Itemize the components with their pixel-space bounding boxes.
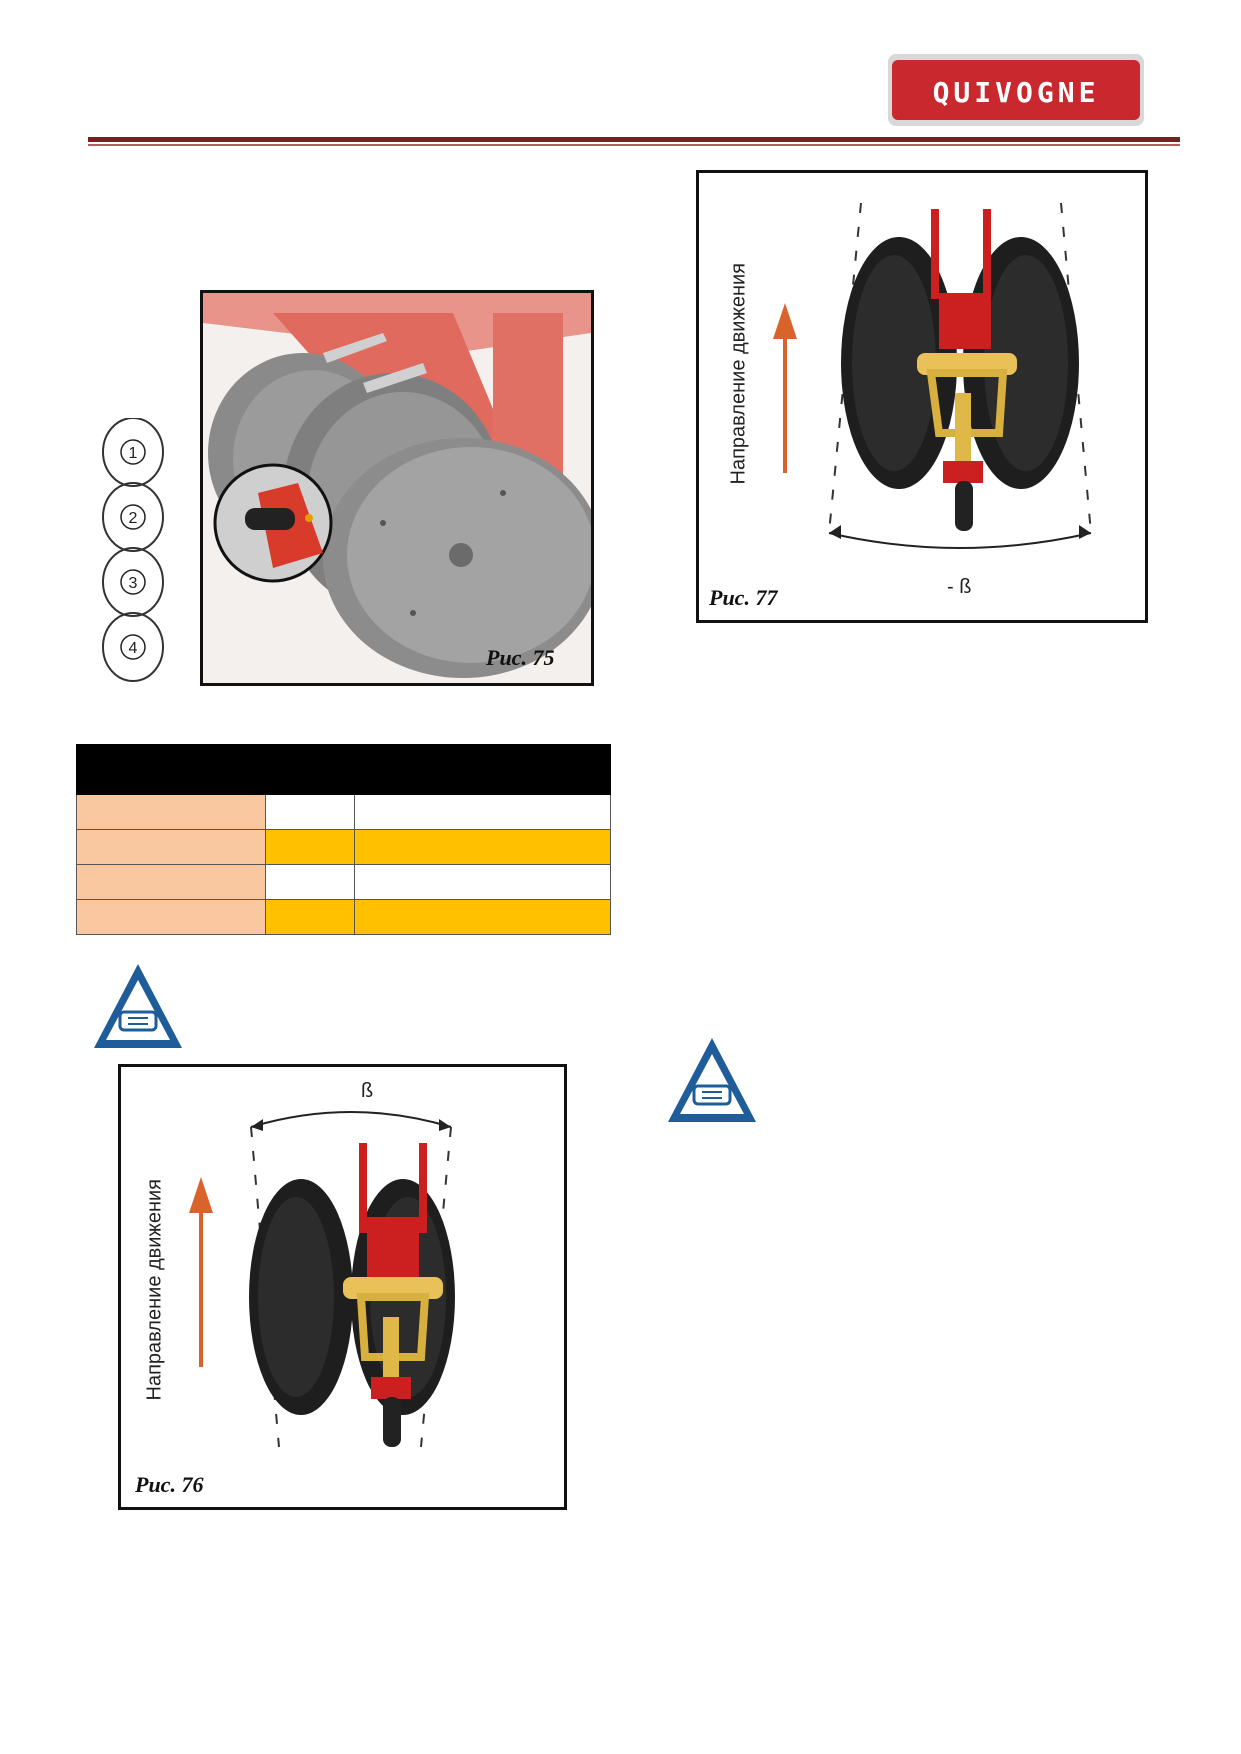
table-row <box>75 794 612 830</box>
table-header-row <box>75 744 612 795</box>
header-cell <box>75 744 267 795</box>
table-cell <box>75 794 267 830</box>
table-row <box>75 829 612 865</box>
direction-label: Направление движения <box>143 1178 166 1401</box>
header-cell <box>265 744 355 795</box>
table-cell <box>353 899 612 935</box>
table-row <box>75 899 612 935</box>
hand-pointing-icon <box>668 1038 756 1122</box>
hand-pointing-icon <box>94 964 182 1048</box>
figure-75-caption: Рис. 75 <box>486 645 555 670</box>
figure-75: Рис. 75 <box>200 290 594 686</box>
figure-77-caption: Рис. 77 <box>709 585 778 610</box>
brand-name: QUIVOGNE <box>933 76 1100 109</box>
table-cell <box>265 829 355 865</box>
angle-label: ß <box>361 1080 373 1102</box>
disc-pair-diagram: ß <box>189 1080 455 1448</box>
header-cell <box>353 769 612 795</box>
table-cell <box>75 864 267 900</box>
angle-label: - ß <box>947 576 971 598</box>
header-rule <box>88 137 1180 142</box>
header-rule-thin <box>88 144 1180 146</box>
figure-76-caption: Рис. 76 <box>135 1472 204 1497</box>
table-row <box>75 864 612 900</box>
position-2-label: 2 <box>129 510 138 527</box>
figure-77: - ß Направление движения Рис. 77 <box>696 170 1148 623</box>
table-cell <box>265 899 355 935</box>
position-3-label: 3 <box>129 575 138 592</box>
seeder-disc-photo <box>203 293 591 683</box>
figure-76: ß Направление движения Рис. 76 <box>118 1064 567 1510</box>
position-4-label: 4 <box>129 640 138 657</box>
header-cell <box>353 744 612 770</box>
disc-pair-diagram: - ß <box>773 202 1092 598</box>
position-chain: 1 2 3 4 <box>98 417 168 682</box>
table-cell <box>75 899 267 935</box>
position-1-label: 1 <box>129 445 138 462</box>
table-cell <box>265 794 355 830</box>
table-cell <box>75 829 267 865</box>
direction-label: Направление движения <box>727 262 750 485</box>
table-subheader-row <box>77 769 612 795</box>
brand-logo: QUIVOGNE <box>888 54 1144 126</box>
table-cell <box>353 829 612 865</box>
table-cell <box>353 794 612 830</box>
settings-table <box>75 744 612 935</box>
table-cell <box>353 864 612 900</box>
table-cell <box>265 864 355 900</box>
